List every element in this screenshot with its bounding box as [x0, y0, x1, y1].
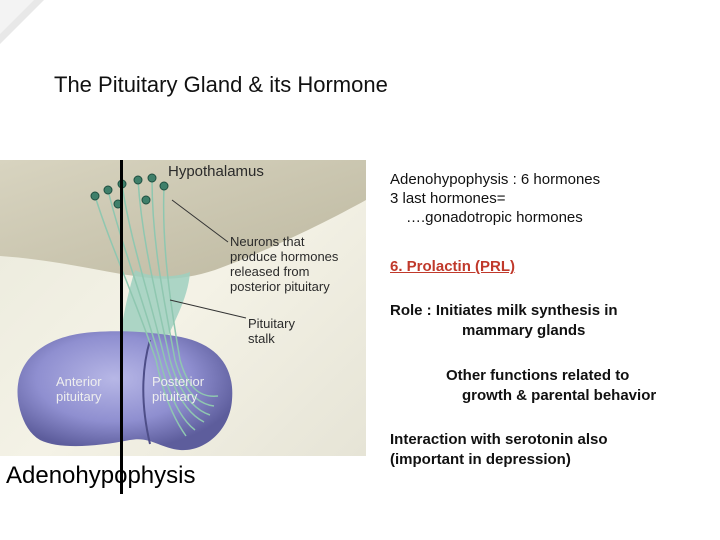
- anterior-label-line1: Anterior: [56, 374, 102, 389]
- role-text: Role : Initiates milk synthesis in mamma…: [390, 301, 618, 341]
- serotonin-interaction-text: Interaction with serotonin also (importa…: [390, 430, 608, 470]
- pituitary-figure: Hypothalamus Neurons that produce hormon…: [0, 160, 366, 456]
- prolactin-heading[interactable]: 6. Prolactin (PRL): [390, 258, 516, 275]
- role-line1: Role : Initiates milk synthesis in: [390, 302, 618, 319]
- posterior-label-line1: Posterior: [152, 374, 205, 389]
- neurons-label-line4: posterior pituitary: [230, 279, 330, 294]
- interaction-line2: (important in depression): [390, 451, 571, 468]
- neurons-label-line3: released from: [230, 264, 310, 279]
- anterior-label-line2: pituitary: [56, 389, 102, 404]
- role-line2: mammary glands: [462, 322, 586, 339]
- other-line1: Other functions related to: [446, 367, 630, 384]
- stalk-label-line2: stalk: [248, 331, 275, 346]
- pituitary-illustration: [0, 160, 366, 451]
- slide-title: The Pituitary Gland & its Hormone: [54, 72, 388, 97]
- neurons-label-line2: produce hormones: [230, 249, 339, 264]
- stalk-label-line1: Pituitary: [248, 316, 295, 331]
- summary-line2: 3 last hormones=: [390, 190, 506, 207]
- posterior-label-line2: pituitary: [152, 389, 198, 404]
- summary-line3: ….gonadotropic hormones: [406, 209, 583, 226]
- figure-caption: Adenohypophysis: [6, 462, 196, 489]
- corner-decoration: [0, 0, 44, 44]
- adenohypophysis-summary: Adenohypophysis : 6 hormones 3 last horm…: [390, 170, 600, 227]
- interaction-line1: Interaction with serotonin also: [390, 431, 608, 448]
- summary-line1: Adenohypophysis : 6 hormones: [390, 171, 601, 188]
- other-functions-text: Other functions related to growth & pare…: [446, 366, 656, 406]
- other-line2: growth & parental behavior: [462, 387, 657, 404]
- neurons-label-line1: Neurons that: [230, 234, 305, 249]
- hypothalamus-label: Hypothalamus: [168, 163, 264, 180]
- pointer-line: [120, 160, 123, 494]
